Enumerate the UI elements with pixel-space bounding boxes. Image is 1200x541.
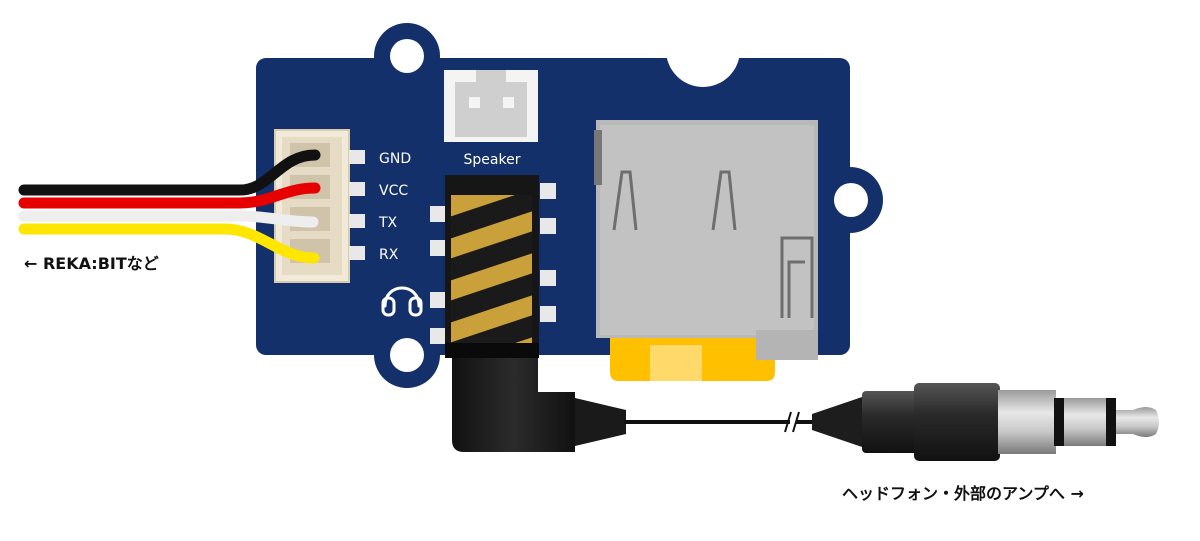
plug-grip-rear <box>862 391 928 453</box>
wire-yellow <box>18 223 320 264</box>
cable-break-mark-1 <box>784 411 792 433</box>
speaker-pin-2 <box>503 97 514 108</box>
plug-ring <box>1064 398 1108 446</box>
plug-tip <box>1116 407 1159 437</box>
pin-pad-rx <box>349 246 365 260</box>
speaker-label: Speaker <box>464 152 521 168</box>
headphone-icon <box>381 286 423 317</box>
board-top-notch <box>666 13 740 87</box>
audio-jack <box>445 175 539 358</box>
speaker-connector <box>444 70 538 142</box>
right-caption: ヘッドフォン・外部のアンプへ → <box>842 484 1084 503</box>
pin-pad-gnd <box>349 150 365 164</box>
cable-break-mark-2 <box>792 411 800 433</box>
pin-label-vcc: VCC <box>379 183 408 199</box>
jack-pad-right-3 <box>540 270 556 286</box>
pin-pad-tx <box>349 214 365 228</box>
jack-pads <box>430 183 556 344</box>
plug-insulator-2 <box>1106 398 1116 446</box>
jack-pad-left-2 <box>430 240 446 256</box>
plug-housing <box>452 358 575 452</box>
jack-base <box>445 343 539 358</box>
jack-pad-left-3 <box>430 292 446 308</box>
sd-slot-springs <box>612 170 814 318</box>
pin-label-rx: RX <box>379 247 399 263</box>
jack-pad-right-4 <box>540 306 556 322</box>
wire-white <box>18 210 319 228</box>
jack-pad-right-1 <box>540 183 556 199</box>
plug-tail <box>812 396 865 448</box>
speaker-inner <box>455 82 527 137</box>
wire-red <box>18 182 321 209</box>
speaker-pin-1 <box>469 97 480 108</box>
right-angle-plug <box>452 358 626 452</box>
mount-hole-bottom <box>390 338 424 372</box>
sd-slot-tab <box>756 330 818 360</box>
mount-hole-top <box>390 39 424 73</box>
sd-slot-left-edge <box>594 130 602 185</box>
plug-insulator-1 <box>1054 398 1064 446</box>
jack-pad-right-2 <box>540 218 556 234</box>
jack-stripes <box>451 195 532 343</box>
left-caption: ← REKA:BITなど <box>24 254 159 273</box>
plug-grip <box>914 383 1000 461</box>
grove-cable <box>18 149 321 264</box>
pin-pad-vcc <box>349 182 365 196</box>
plug-strain-relief <box>575 398 626 446</box>
audio-cable <box>624 411 822 433</box>
jack-pad-left-4 <box>430 328 446 344</box>
speaker-latch <box>476 70 506 84</box>
sd-card-label <box>650 345 702 381</box>
pin-label-gnd: GND <box>379 151 411 167</box>
mount-hole-right <box>834 183 868 217</box>
straight-plug <box>812 383 1159 461</box>
jack-pad-left-1 <box>430 206 446 222</box>
plug-sleeve <box>998 390 1056 454</box>
sd-card-slot <box>594 120 818 381</box>
wire-black <box>18 149 321 196</box>
pin-label-tx: TX <box>378 215 398 231</box>
